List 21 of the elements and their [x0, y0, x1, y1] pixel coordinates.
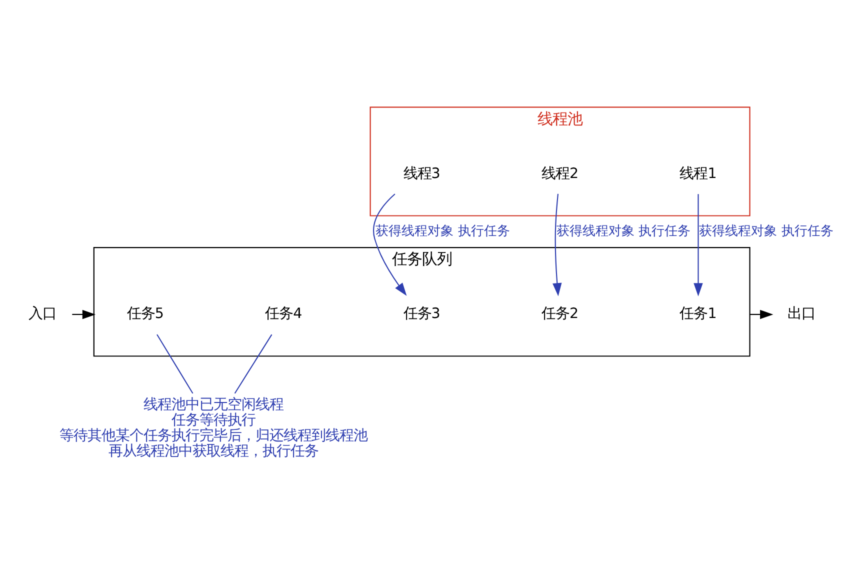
arrow — [694, 194, 703, 296]
edge-label: 获得线程对象 执行任务 — [556, 224, 691, 240]
arrow — [552, 194, 562, 296]
node-text: 任务5 — [126, 306, 164, 322]
connector — [234, 334, 272, 394]
node-text: 任务2 — [542, 306, 579, 322]
node-text: 线程1 — [680, 166, 717, 182]
node-text: 线程3 — [403, 166, 440, 182]
node-text: 任务3 — [403, 306, 440, 322]
arrow — [750, 310, 774, 320]
node-text: 出口 — [787, 306, 816, 322]
edge-label: 获得线程对象 执行任务 — [376, 224, 510, 240]
node-text: 入口 — [28, 306, 56, 322]
arrow — [72, 310, 96, 320]
node-text: 任务1 — [680, 306, 717, 322]
edge-label: 获得线程对象 执行任务 — [699, 224, 834, 240]
node-text: 线程2 — [542, 166, 579, 182]
node-text: 线程池中已无空闲线程 任务等待执行 等待其他某个任务执行完毕后，归还线程到线程池 再从线程池中获取线程，执行任务 — [59, 397, 368, 460]
node-text: 任务4 — [265, 306, 302, 322]
arrow — [373, 194, 407, 296]
connector — [156, 334, 194, 394]
